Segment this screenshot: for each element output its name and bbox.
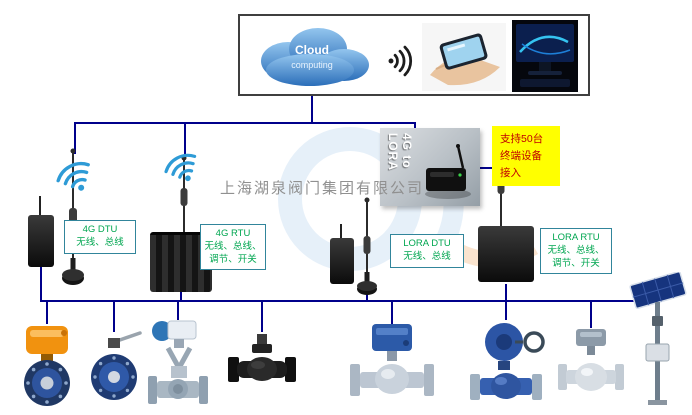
- connector-line: [177, 300, 179, 320]
- connector-line: [113, 300, 115, 332]
- lora-gateway-device: [425, 144, 471, 199]
- label-desc: 无线、总线、调节、开关: [547, 244, 605, 269]
- connector-line: [74, 122, 76, 154]
- monitor-image: [512, 20, 578, 92]
- label-lora-rtu: LORA RTU 无线、总线、调节、开关: [540, 228, 612, 275]
- connector-line: [470, 167, 494, 169]
- label-desc: 无线、总线: [403, 250, 451, 262]
- label-lora-dtu: LORA DTU 无线、总线: [390, 234, 464, 268]
- product-ball-valve-black: [228, 334, 296, 382]
- label-title: LORA DTU: [403, 238, 451, 249]
- cloud-label-line1: Cloud: [295, 43, 329, 57]
- connector-line: [46, 300, 48, 324]
- product-solar-panel-pole: [629, 272, 687, 405]
- connector-bus-bottom: [40, 300, 658, 302]
- label-4g-dtu: 4G DTU 无线、总线: [64, 220, 136, 254]
- antenna-1-icon: [62, 148, 84, 285]
- wifi-signal-icon: [388, 45, 413, 77]
- antenna-stub: [39, 196, 41, 216]
- label-title: 4G DTU: [82, 224, 118, 235]
- cloud-panel: Cloud computing: [238, 14, 590, 96]
- rtu-device-2: [478, 226, 534, 282]
- antenna-stub: [340, 224, 342, 238]
- dtu-device-1: [28, 215, 54, 267]
- connector-line: [311, 96, 313, 123]
- wifi-icon-2: [164, 153, 197, 182]
- support-note: 支持50台终端设备接入: [492, 126, 560, 187]
- label-desc: 无线、总线: [76, 236, 124, 248]
- antenna-3-icon: [357, 197, 377, 295]
- label-title: LORA RTU: [552, 232, 600, 243]
- gateway-label: 4G to LORA: [386, 133, 414, 171]
- connector-line: [366, 292, 368, 300]
- product-butterfly-valve-blue-lever: [91, 331, 142, 400]
- connector-line: [184, 122, 186, 156]
- connector-line: [590, 300, 592, 328]
- dtu-device-2: [330, 238, 354, 284]
- cloud-label-line2: computing: [291, 60, 333, 70]
- product-stainless-valve-actuator: [558, 329, 624, 391]
- label-4g-rtu: 4G RTU 无线、总线、调节、开关: [200, 224, 266, 271]
- connector-line: [40, 266, 42, 300]
- wifi-icon-1: [56, 161, 90, 191]
- phone-in-hand-image: [422, 23, 506, 91]
- product-gate-valve-electric-actuator: [148, 320, 208, 404]
- connector-line: [505, 284, 507, 300]
- cloud-icon: Cloud computing: [261, 28, 369, 86]
- gateway-4g-to-lora: 4G to LORA: [380, 128, 480, 206]
- connector-line: [180, 292, 182, 300]
- product-gear-operated-valve: [470, 323, 545, 400]
- label-desc: 无线、总线、调节、开关: [204, 240, 262, 265]
- connector-line: [391, 300, 393, 324]
- connector-bus-top: [74, 122, 416, 124]
- product-electric-butterfly-valve-orange: [24, 326, 70, 406]
- product-flanged-ball-valve-blue-actuator: [350, 324, 434, 396]
- connector-line: [505, 300, 507, 320]
- company-watermark: 上海湖泉阀门集团有限公司: [220, 181, 425, 197]
- connector-line: [414, 122, 416, 130]
- connector-line: [261, 300, 263, 332]
- label-title: 4G RTU: [215, 228, 251, 239]
